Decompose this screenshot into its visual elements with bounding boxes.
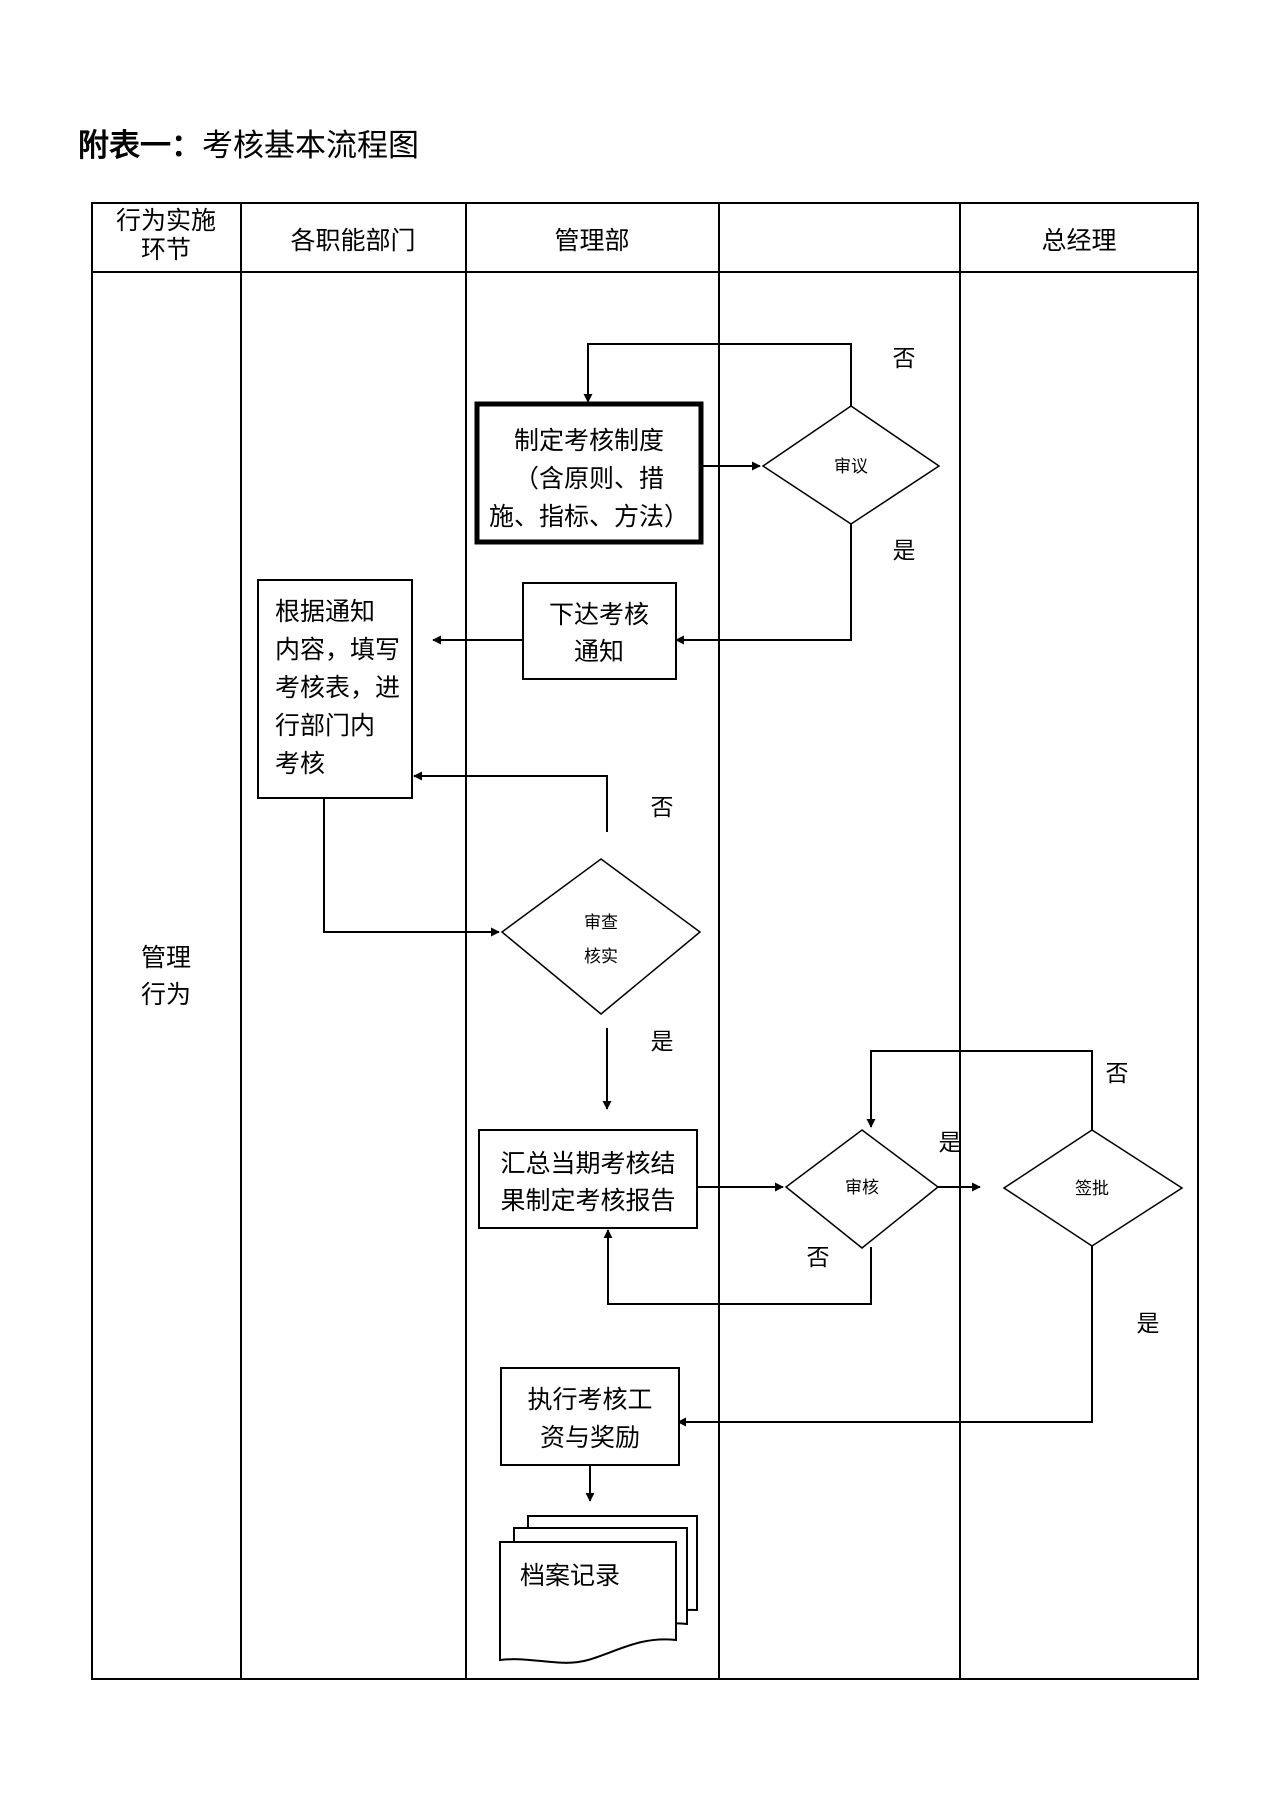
node-formulate-line1: 制定考核制度 [514, 426, 664, 455]
header-departments: 各职能部门 [290, 226, 415, 255]
node-archive-record [499, 1515, 698, 1664]
node-formulate-line3: 施、指标、方法） [489, 502, 689, 531]
node-issue-notice [522, 582, 677, 680]
node-summary-report [478, 1129, 698, 1229]
node-department-review [257, 579, 413, 799]
label-verify-no: 否 [651, 795, 674, 821]
arrow-deliberate-no [583, 343, 852, 406]
node-formulate-line2: （含原则、措 [514, 464, 664, 493]
arrow-audit-no [603, 1229, 872, 1305]
node-dept-line1: 根据通知 [275, 597, 375, 626]
decision-approve-label: 签批 [1075, 1179, 1109, 1199]
node-dept-line4: 行部门内 [275, 711, 375, 740]
label-approve-no: 否 [1106, 1061, 1129, 1087]
header-stage-line1: 行为实施 [116, 206, 216, 235]
decision-deliberate-label: 审议 [834, 457, 868, 477]
arrow-approve-no [866, 1050, 1093, 1130]
node-execute-reward [500, 1367, 680, 1466]
node-dept-line3: 考核表，进 [275, 673, 400, 702]
header-stage-line2: 环节 [141, 235, 191, 264]
label-audit-no: 否 [807, 1245, 830, 1271]
row-label-line2: 行为 [141, 980, 191, 1009]
header-general-manager: 总经理 [1041, 226, 1116, 255]
label-audit-yes: 是 [939, 1130, 962, 1156]
node-execute-line1: 执行考核工 [527, 1385, 652, 1414]
arrow-deliberate-yes [675, 524, 852, 645]
node-notice-line2: 通知 [574, 637, 624, 666]
label-deliberate-yes: 是 [893, 538, 916, 564]
header-management: 管理部 [554, 226, 629, 255]
label-deliberate-no: 否 [893, 346, 916, 372]
label-verify-yes: 是 [651, 1029, 674, 1055]
decision-approve [1002, 1129, 1184, 1247]
decision-audit-label: 审核 [845, 1178, 879, 1198]
title-text: 考核基本流程图 [202, 128, 419, 164]
connectors [323, 343, 1093, 1502]
node-summary-line1: 汇总当期考核结 [500, 1149, 675, 1178]
table-border [91, 202, 1199, 1680]
title-prefix: 附表一： [78, 128, 202, 164]
arrow-verify-no [413, 771, 608, 832]
swimlane-grid [91, 202, 1199, 1680]
decision-audit [784, 1129, 940, 1249]
node-archive-label: 档案记录 [520, 1561, 620, 1590]
arrow-departments-to-verify [323, 798, 500, 937]
node-notice-line1: 下达考核 [549, 600, 649, 629]
node-execute-line2: 资与奖励 [540, 1423, 640, 1452]
node-dept-line5: 考核 [275, 749, 325, 778]
decision-deliberate [761, 405, 941, 525]
node-dept-line2: 内容，填写 [275, 635, 400, 664]
archive-sheet-front [499, 1541, 677, 1664]
node-summary-line2: 果制定考核报告 [500, 1186, 675, 1215]
decision-verify [500, 858, 702, 1015]
node-formulate-system [474, 401, 704, 545]
row-label-line1: 管理 [141, 943, 191, 972]
arrow-approve-yes [677, 1246, 1093, 1427]
page-title: 附表一：考核基本流程图 [78, 126, 419, 166]
label-approve-yes: 是 [1137, 1311, 1160, 1337]
decision-verify-line2: 核实 [584, 947, 618, 967]
decision-verify-line1: 审查 [584, 913, 618, 933]
